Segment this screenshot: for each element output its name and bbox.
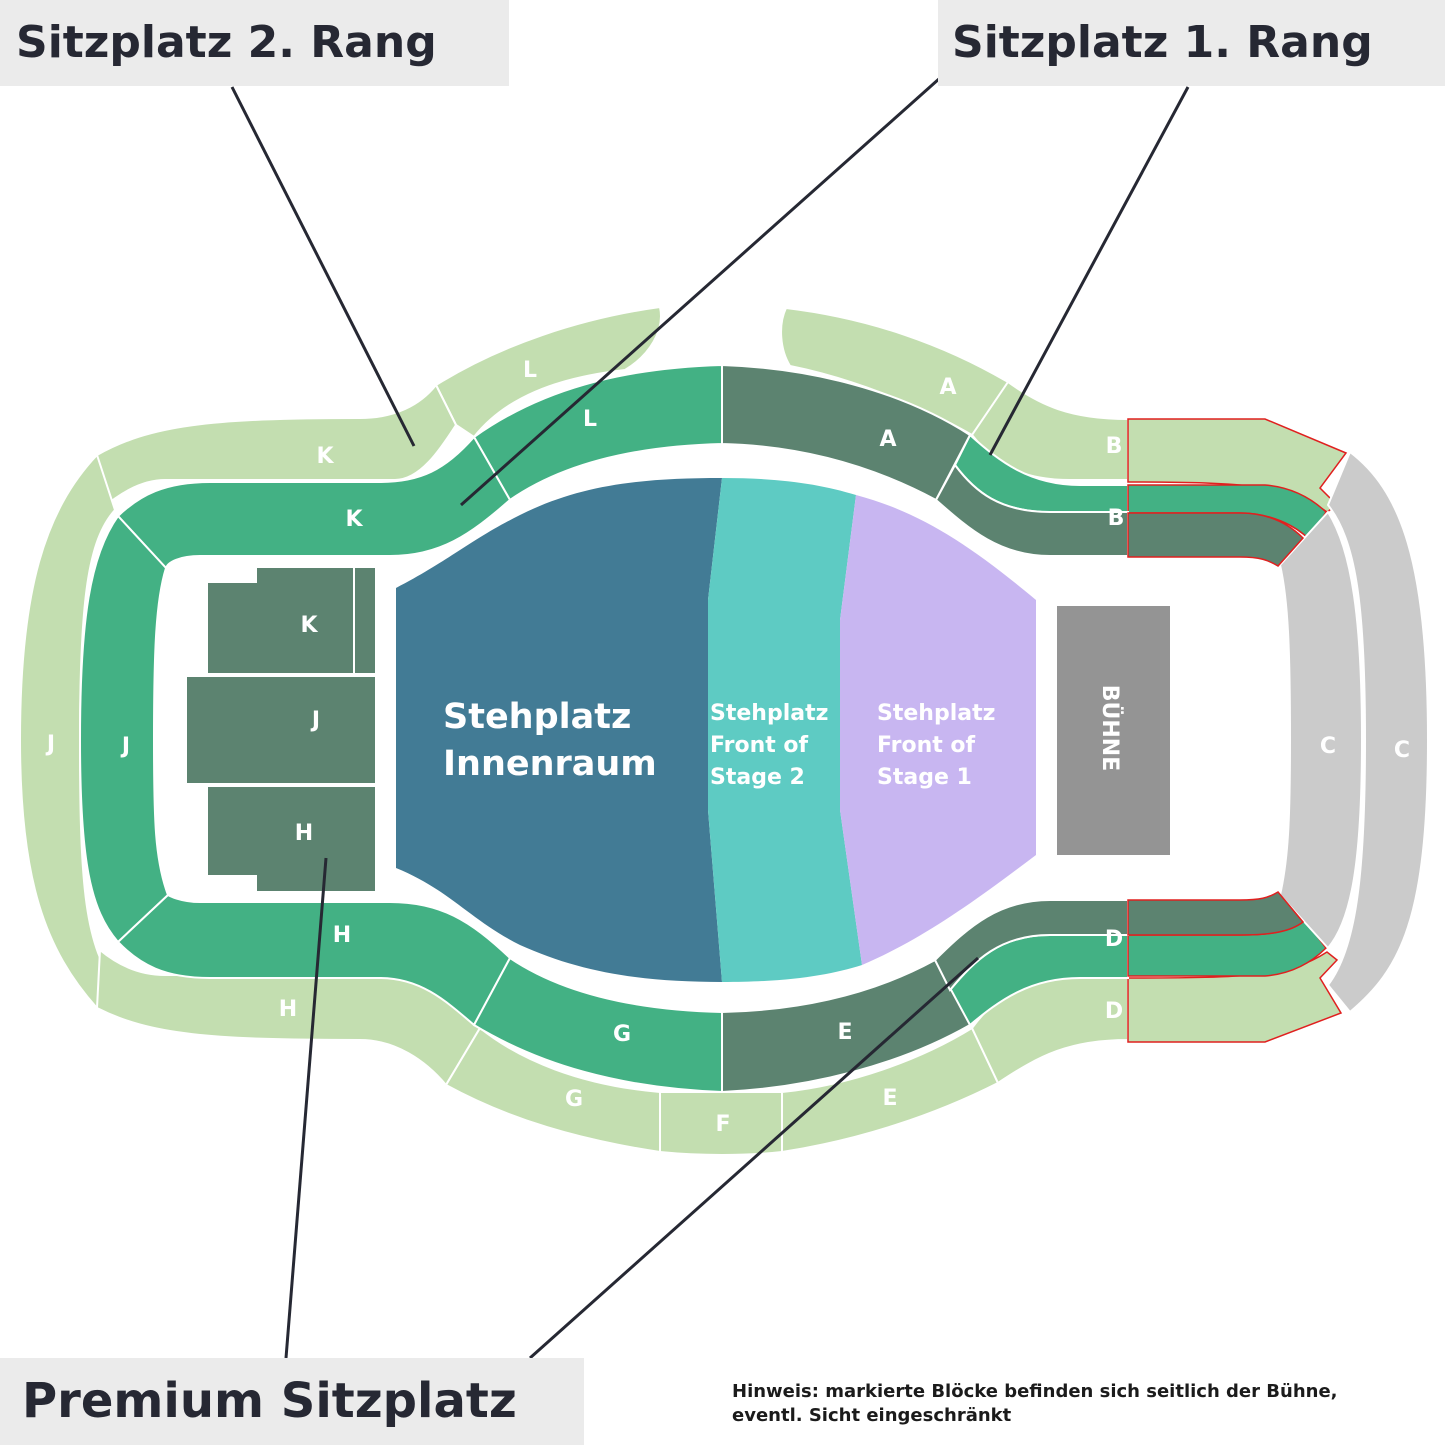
label-premium-h: H — [295, 821, 313, 846]
fos1-line3: Stage 1 — [877, 765, 972, 790]
fos1-line2: Front of — [877, 733, 976, 758]
fos1-line1: Stehplatz — [877, 701, 995, 726]
label-rang1-g: G — [613, 1022, 631, 1047]
floor-front-of-stage-1[interactable] — [840, 495, 1036, 965]
fos2-line3: Stage 2 — [710, 765, 805, 790]
label-rang1-d: D — [1105, 927, 1123, 952]
label-rang1-h: H — [333, 923, 351, 948]
fos2-line2: Front of — [710, 733, 809, 758]
floor-front-of-stage-2[interactable] — [708, 478, 862, 982]
callout-sitzplatz-1-rang: Sitzplatz 1. Rang — [938, 0, 1445, 86]
label-rang2-b: B — [1106, 434, 1123, 459]
rang2-block-k[interactable] — [95, 383, 458, 513]
floor-innenraum[interactable] — [396, 478, 722, 982]
callout-premium-sitzplatz: Premium Sitzplatz — [0, 1358, 584, 1445]
hint-note-line2: eventl. Sicht eingeschränkt — [732, 1405, 1012, 1426]
label-rang2-f: F — [715, 1112, 730, 1137]
premium-block-b-side[interactable] — [1127, 512, 1305, 567]
leader-rang1-b — [988, 86, 1190, 456]
premium-block-d-side[interactable] — [1127, 891, 1305, 936]
rang2-block-c[interactable] — [1326, 450, 1430, 1014]
stage-buhne — [1057, 606, 1170, 855]
stage-label: BÜHNE — [1097, 685, 1123, 772]
label-rang2-h: H — [279, 997, 297, 1022]
label-rang1-k: K — [345, 507, 363, 532]
hint-note: Hinweis: markierte Blöcke befinden sich … — [732, 1380, 1432, 1428]
label-premium-k: K — [300, 613, 318, 638]
premium-floor-block-k[interactable] — [206, 566, 377, 675]
callout-sitzplatz-2-rang: Sitzplatz 2. Rang — [0, 0, 509, 86]
label-rang1-a: A — [879, 427, 896, 452]
label-rang2-d: D — [1105, 999, 1123, 1024]
premium-block-e[interactable] — [721, 958, 972, 1094]
leader-rang1-a — [460, 76, 941, 507]
label-premium-j: J — [310, 708, 320, 733]
label-rang2-j: J — [45, 732, 55, 757]
premium-floor-block-j[interactable] — [185, 675, 377, 785]
label-rang2-g: G — [565, 1087, 583, 1112]
rang1-block-k[interactable] — [116, 435, 512, 570]
label-rang1-e: E — [837, 1020, 852, 1045]
leader-premium-b — [529, 956, 979, 1360]
rang2-block-h[interactable] — [95, 947, 482, 1087]
premium-block-b[interactable] — [934, 463, 1129, 557]
label-rang2-k: K — [316, 444, 334, 469]
label-rang2-l: L — [523, 358, 537, 383]
label-rang2-e: E — [882, 1086, 897, 1111]
innenraum-line2: Innenraum — [443, 744, 657, 784]
label-rang1-l: L — [583, 407, 597, 432]
innenraum-line1: Stehplatz — [443, 697, 631, 737]
premium-floor-block-h[interactable] — [206, 785, 377, 893]
label-rang2-c: C — [1394, 738, 1410, 763]
rang2-block-l[interactable] — [434, 305, 662, 439]
label-rang2-a: A — [939, 375, 956, 400]
hint-note-line1: Hinweis: markierte Blöcke befinden sich … — [732, 1381, 1338, 1402]
label-rang1-j: J — [120, 734, 130, 759]
label-rang1-c: C — [1320, 734, 1336, 759]
leader-premium-a — [284, 857, 328, 1359]
fos2-line1: Stehplatz — [710, 701, 828, 726]
rang1-block-j[interactable] — [78, 514, 170, 944]
leader-rang2 — [230, 86, 416, 447]
label-rang1-b: B — [1108, 506, 1125, 531]
rang1-block-c[interactable] — [1278, 510, 1364, 950]
